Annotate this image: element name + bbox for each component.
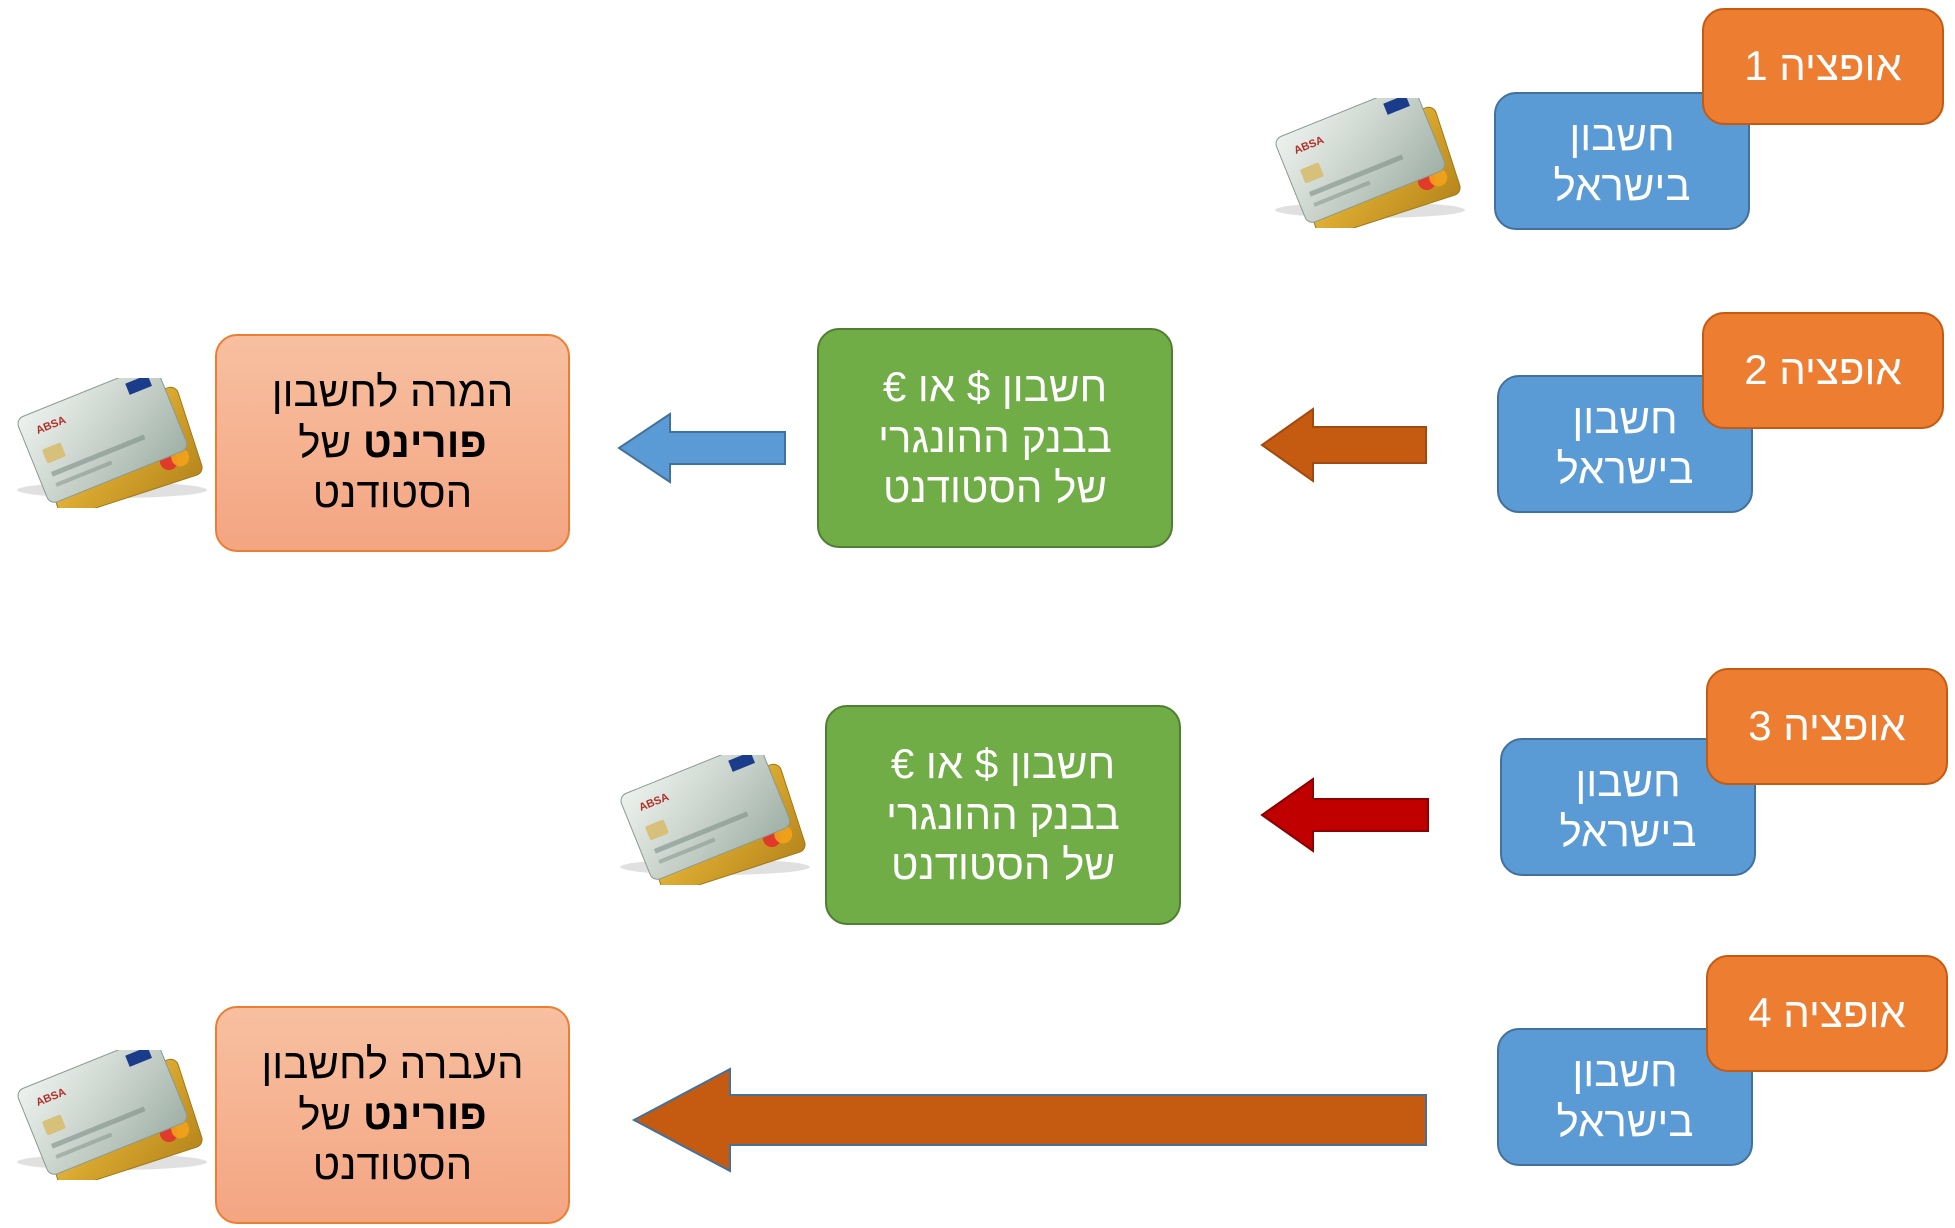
hungarian-account-box-2: חשבון $ או € בבנק ההונגרי של הסטודנט bbox=[817, 328, 1173, 548]
hungarian-account-line3: של הסטודנט bbox=[890, 841, 1116, 889]
arrow-left-red bbox=[1260, 777, 1429, 853]
option-tag-2: אופציה 2 bbox=[1702, 312, 1944, 429]
israel-account-line1: חשבון bbox=[1575, 757, 1681, 805]
israel-account-line1: חשבון bbox=[1572, 1047, 1678, 1095]
option-2-label: אופציה 2 bbox=[1744, 346, 1902, 394]
hungarian-account-box-3: חשבון $ או € בבנק ההונגרי של הסטודנט bbox=[825, 705, 1181, 925]
credit-cards-icon bbox=[618, 755, 811, 885]
conversion-rest: של bbox=[298, 418, 363, 466]
transfer-line1: העברה לחשבון bbox=[261, 1040, 524, 1088]
credit-cards-icon bbox=[15, 378, 208, 508]
transfer-line3: הסטודנט bbox=[312, 1141, 473, 1189]
option-tag-1: אופציה 1 bbox=[1702, 8, 1944, 125]
israel-account-line2: בישראל bbox=[1556, 1098, 1694, 1145]
option-4-label: אופציה 4 bbox=[1748, 989, 1906, 1037]
israel-account-line2: בישראל bbox=[1553, 162, 1691, 209]
conversion-line1: המרה לחשבון bbox=[271, 368, 514, 416]
option-tag-3: אופציה 3 bbox=[1706, 668, 1948, 785]
israel-account-line2: בישראל bbox=[1556, 445, 1694, 492]
hungarian-account-line2: בבנק ההונגרי bbox=[886, 790, 1120, 838]
hungarian-account-line1: חשבון $ או € bbox=[890, 740, 1116, 788]
israel-account-line1: חשבון bbox=[1569, 111, 1675, 159]
forint-bold: פורינט bbox=[362, 418, 487, 466]
israel-account-line1: חשבון bbox=[1572, 394, 1678, 442]
forint-conversion-box: המרה לחשבון פורינט של הסטודנט bbox=[215, 334, 570, 552]
option-1-label: אופציה 1 bbox=[1744, 42, 1902, 90]
credit-cards-icon bbox=[1273, 98, 1466, 228]
hungarian-account-line1: חשבון $ או € bbox=[882, 363, 1108, 411]
hungarian-account-line2: בבנק ההונגרי bbox=[878, 413, 1112, 461]
arrow-left-long-orange bbox=[631, 1067, 1427, 1173]
conversion-line3: הסטודנט bbox=[312, 469, 473, 517]
forint-bold: פורינט bbox=[362, 1090, 487, 1138]
transfer-rest: של bbox=[298, 1090, 363, 1138]
forint-transfer-box: העברה לחשבון פורינט של הסטודנט bbox=[215, 1006, 570, 1224]
arrow-left-orange bbox=[1260, 407, 1427, 483]
hungarian-account-line3: של הסטודנט bbox=[882, 464, 1108, 512]
credit-cards-icon bbox=[15, 1050, 208, 1180]
option-tag-4: אופציה 4 bbox=[1706, 955, 1948, 1072]
arrow-left-blue bbox=[617, 412, 786, 484]
option-3-label: אופציה 3 bbox=[1748, 702, 1906, 750]
israel-account-line2: בישראל bbox=[1559, 808, 1697, 855]
